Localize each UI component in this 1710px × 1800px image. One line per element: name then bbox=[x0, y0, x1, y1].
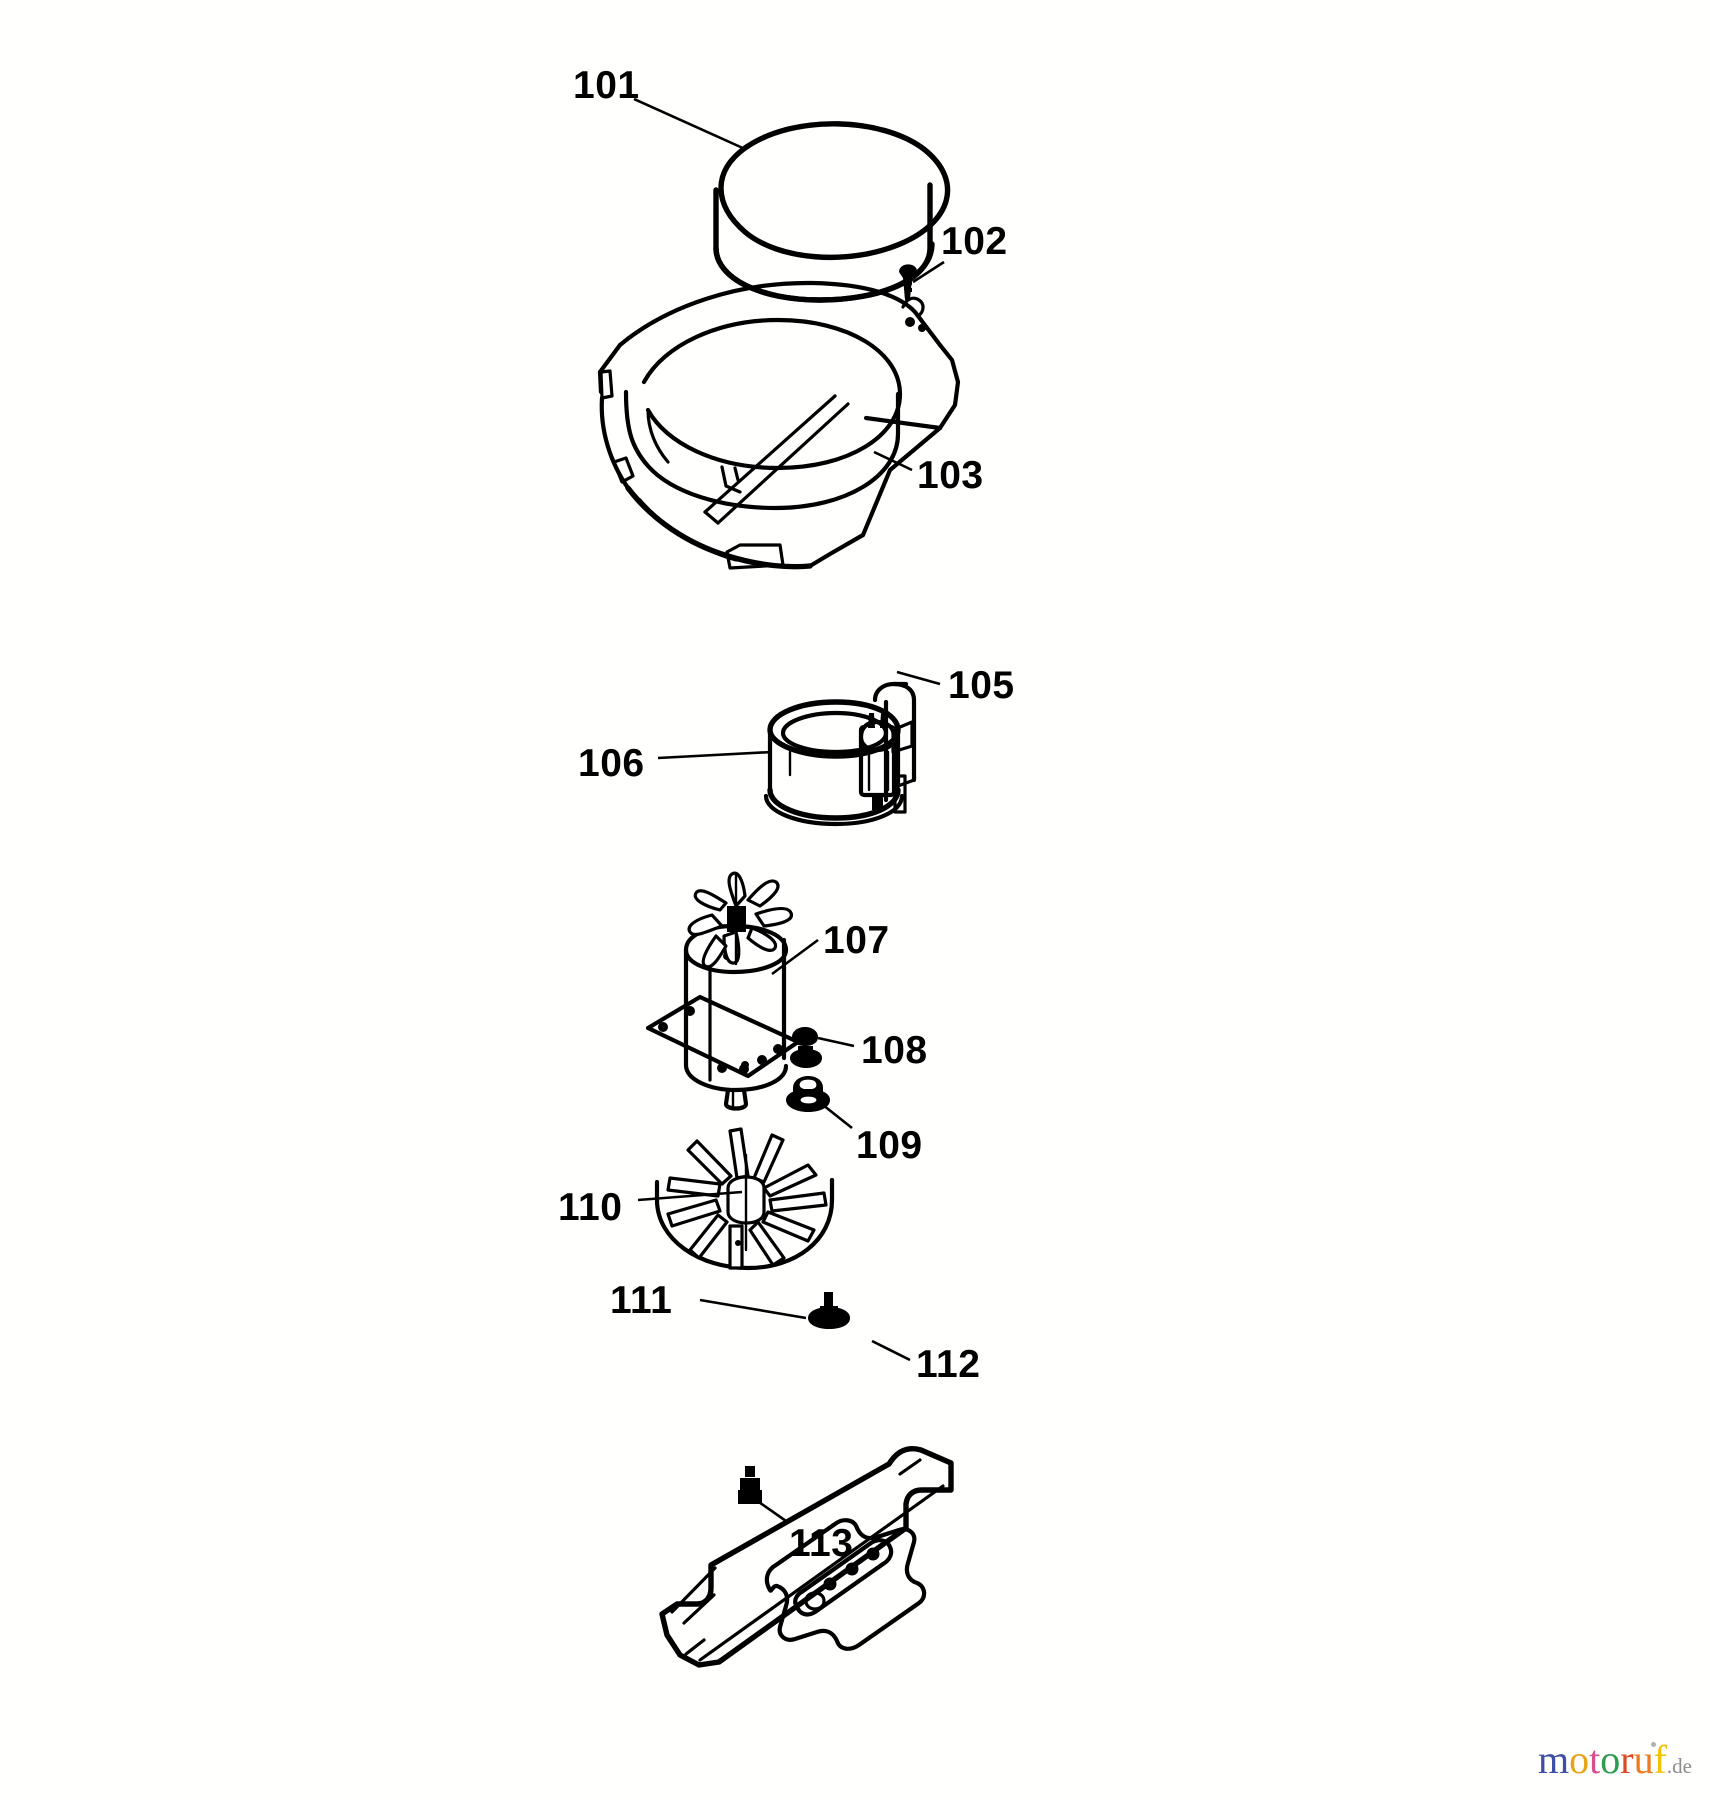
part-109-washer-drawing bbox=[786, 1076, 830, 1112]
watermark-letter-o2: o bbox=[1600, 1737, 1621, 1782]
watermark-letter-u: u bbox=[1633, 1737, 1654, 1782]
watermark-letter-f: f bbox=[1653, 1737, 1667, 1782]
callout-label-102: 102 bbox=[941, 220, 1008, 263]
leader-109 bbox=[817, 1099, 853, 1130]
part-108-bolt-drawing bbox=[790, 1027, 822, 1068]
callout-label-113: 113 bbox=[789, 1522, 854, 1565]
watermark-letter-t: t bbox=[1589, 1737, 1601, 1782]
callout-label-106: 106 bbox=[578, 742, 645, 785]
watermark-letter-o1: o bbox=[1569, 1737, 1590, 1782]
callout-label-107: 107 bbox=[823, 919, 890, 962]
part-103-housing-drawing bbox=[597, 280, 961, 570]
watermark-letter-m: m bbox=[1538, 1737, 1570, 1782]
callout-label-109: 109 bbox=[856, 1124, 923, 1167]
watermark-dot bbox=[1651, 1742, 1656, 1747]
leader-102 bbox=[912, 260, 945, 284]
callout-label-108: 108 bbox=[861, 1029, 928, 1072]
part-110-impeller-drawing bbox=[654, 1127, 835, 1271]
callout-label-111: 111 bbox=[610, 1279, 673, 1322]
callout-leader-lines bbox=[633, 97, 945, 1523]
watermark-letter-r: r bbox=[1620, 1737, 1634, 1782]
leader-112 bbox=[871, 1339, 911, 1362]
leader-110 bbox=[637, 1190, 743, 1202]
callout-label-110: 110 bbox=[558, 1186, 623, 1229]
leader-111 bbox=[699, 1298, 807, 1320]
callout-label-103: 103 bbox=[917, 454, 984, 497]
leader-105 bbox=[896, 670, 941, 686]
part-106-collar-drawing bbox=[763, 681, 917, 827]
leader-107 bbox=[771, 938, 819, 976]
leader-113 bbox=[755, 1498, 787, 1523]
motoruf-watermark: motoruf.de bbox=[1538, 1740, 1692, 1780]
leader-103 bbox=[873, 450, 913, 472]
part-102-screw-drawing bbox=[899, 264, 918, 300]
callout-label-105: 105 bbox=[948, 664, 1015, 707]
leader-106 bbox=[657, 750, 773, 760]
callout-label-101: 101 bbox=[573, 64, 640, 107]
callout-label-112: 112 bbox=[916, 1343, 981, 1386]
leader-101 bbox=[633, 97, 746, 151]
part-112-blade-drawing bbox=[659, 1445, 954, 1668]
part-111-blade-bolt-drawing bbox=[808, 1292, 850, 1329]
watermark-suffix: .de bbox=[1666, 1754, 1692, 1778]
leader-108 bbox=[817, 1036, 855, 1048]
part-105-capacitor-drawing bbox=[858, 713, 897, 810]
